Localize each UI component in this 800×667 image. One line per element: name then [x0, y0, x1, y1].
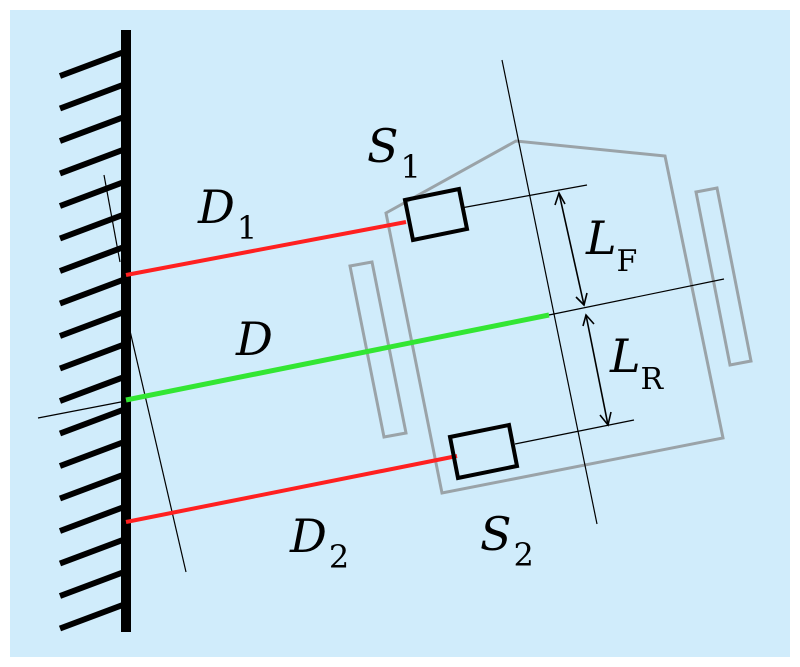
wall-normal-line-lower — [123, 304, 187, 573]
wall-hatch-line — [58, 471, 126, 502]
rear-sensor-axis — [514, 419, 635, 445]
wall-hatch-line — [58, 276, 126, 307]
wall-hatch-line — [58, 309, 126, 339]
label-d: D — [235, 312, 273, 366]
label-lf: LF — [585, 211, 637, 279]
wall-hatch-line — [58, 49, 126, 79]
lr-arrow-top — [582, 313, 595, 327]
robot-center-axis-extension — [548, 278, 725, 316]
lf-dimension-line — [558, 192, 585, 306]
wall-normal-line-upper — [103, 174, 121, 263]
wall-hatch-line — [58, 601, 126, 632]
diagram-background — [10, 10, 790, 657]
robot-chassis-outline — [384, 139, 725, 495]
label-s2: S2 — [480, 507, 534, 574]
lr-dimension-line — [585, 314, 609, 426]
wall-hatch-line — [58, 211, 126, 242]
wall-hatch-line — [58, 81, 126, 112]
front-sensor-axis — [460, 184, 588, 209]
wall-hatch-line — [58, 536, 126, 567]
lf-arrow-bottom — [575, 292, 588, 307]
label-s1: S1 — [367, 119, 421, 186]
lr-arrow-bottom — [599, 411, 612, 427]
sensor-s2 — [447, 422, 520, 481]
robot-axis-lines — [460, 59, 725, 525]
wall-hatch-line — [58, 406, 126, 437]
wall-hatch-line — [58, 439, 126, 469]
wall-hatching — [58, 49, 126, 632]
label-d2: D2 — [289, 509, 349, 576]
left-wheel — [348, 260, 408, 439]
lf-arrow-top — [554, 191, 566, 206]
wall-hatch-line — [58, 504, 126, 534]
wall-hatch-line — [58, 341, 126, 372]
wall-construction-lines — [37, 174, 187, 573]
wall-hatch-line — [58, 114, 126, 144]
label-lr: LR — [609, 329, 665, 397]
dimension-lines — [554, 191, 612, 427]
robot-lateral-axis — [501, 59, 598, 525]
robot-body — [348, 139, 753, 495]
beam-d1 — [125, 220, 407, 277]
beam-d-center — [125, 312, 550, 403]
wall-hatch-line — [58, 179, 126, 209]
sensor-s1 — [402, 186, 470, 243]
beam-d2 — [125, 454, 458, 524]
wall-hatch-line — [58, 146, 126, 177]
wall-hatch-line — [58, 569, 126, 599]
center-beam-extension — [37, 400, 127, 419]
wall-hatch-line — [58, 374, 126, 404]
right-wheel — [694, 186, 753, 367]
wall-hatch-line — [58, 244, 126, 274]
label-d1: D1 — [197, 180, 257, 247]
